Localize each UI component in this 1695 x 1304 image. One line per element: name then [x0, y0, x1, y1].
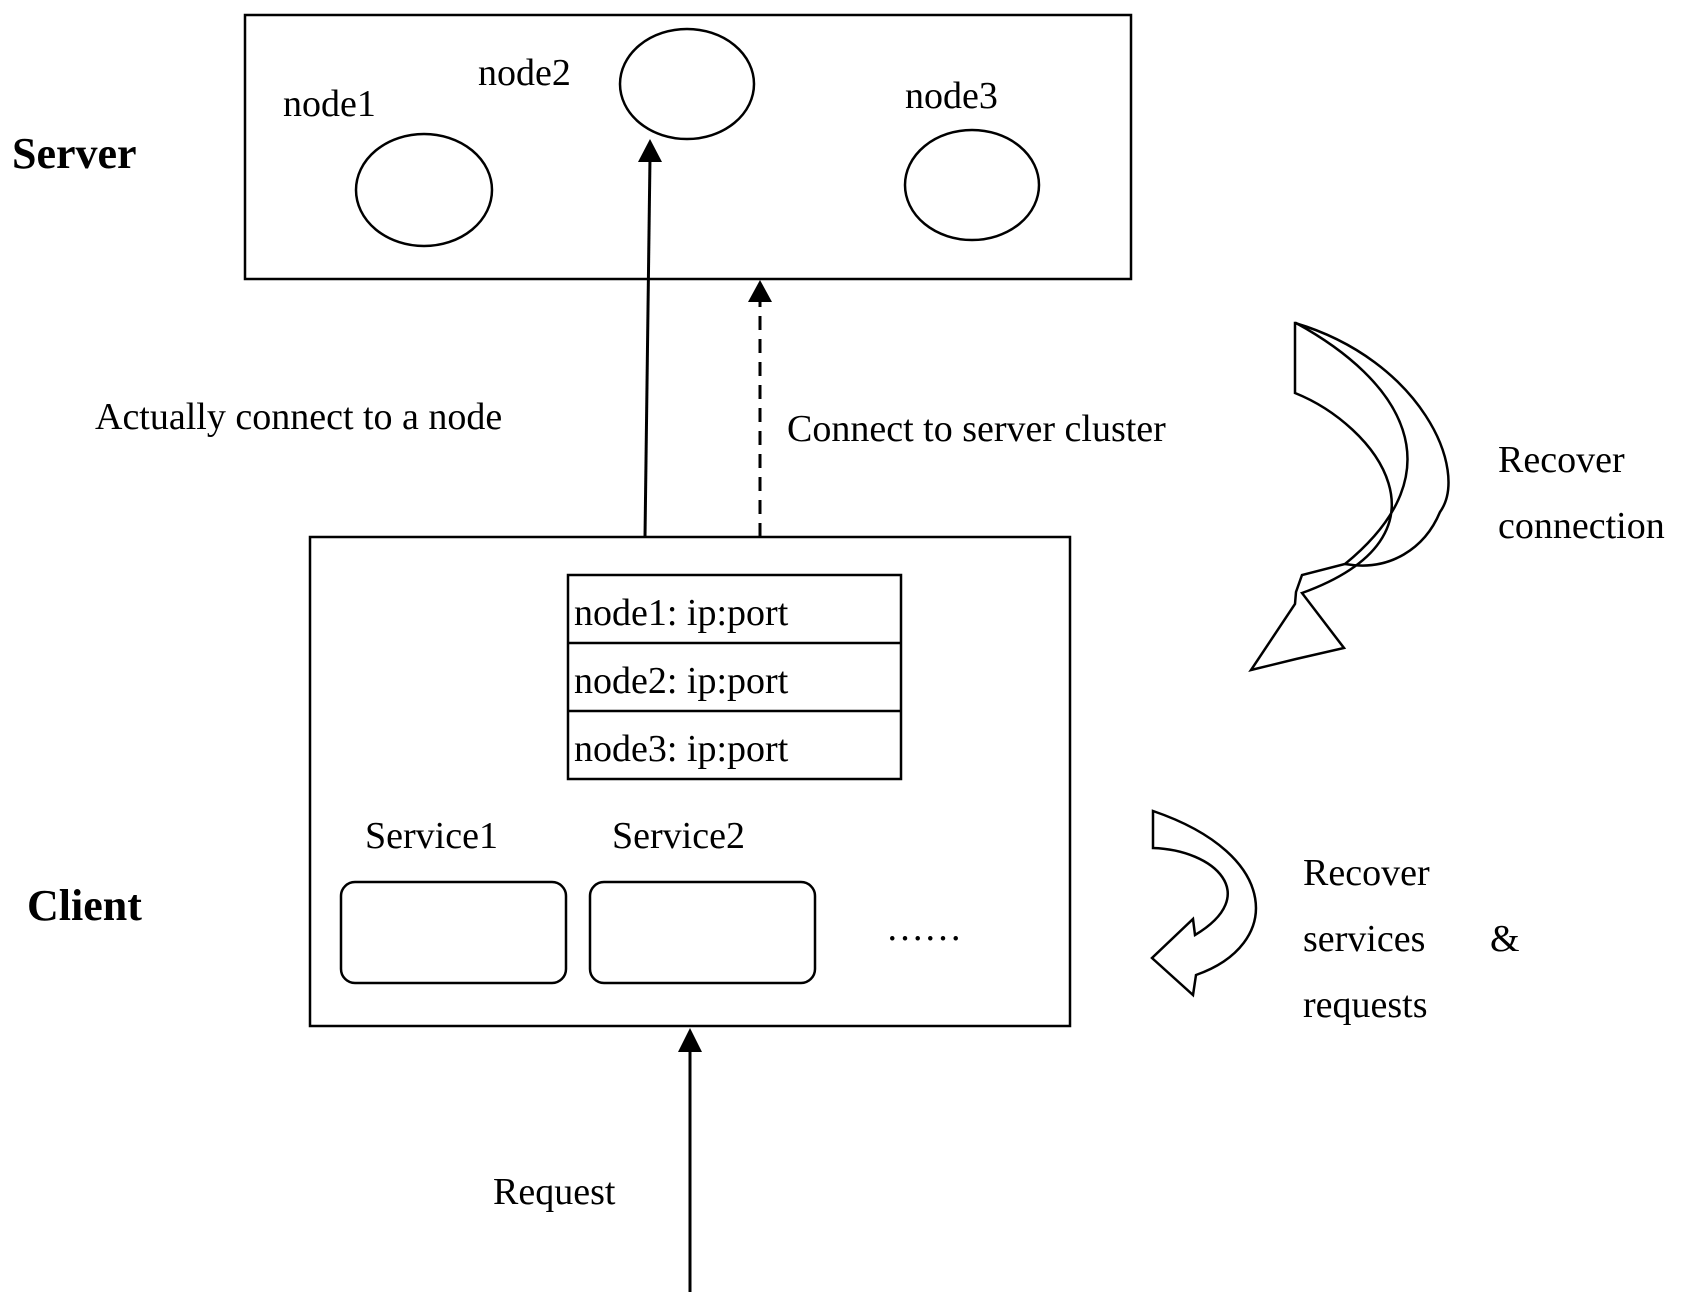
actual-connection-label: Actually connect to a node [95, 396, 502, 438]
service2-box [588, 880, 817, 985]
node2-label: node2 [478, 52, 571, 94]
recover-connection-label-1: Recover [1498, 439, 1625, 481]
recover-services-ampersand: & [1490, 918, 1520, 960]
cluster-connection-label: Connect to server cluster [787, 408, 1166, 450]
actual-connection-line [643, 156, 652, 538]
recover-services-arrow-icon [1150, 809, 1258, 998]
node-table-row: node2: ip:port [574, 660, 789, 702]
actual-connection-arrowhead [638, 139, 662, 162]
node1-label: node1 [283, 83, 376, 125]
node3-ellipse [903, 128, 1041, 242]
node2-ellipse [618, 27, 756, 141]
node-table [566, 573, 903, 781]
recover-services-label-3: requests [1303, 984, 1428, 1026]
client-box [308, 535, 1072, 1028]
recover-services-label-1: Recover [1303, 852, 1430, 894]
request-label: Request [493, 1171, 616, 1213]
cluster-connection-arrowhead [748, 280, 772, 302]
service1-label: Service1 [365, 815, 498, 857]
request-arrowhead [678, 1028, 702, 1052]
node3-label: node3 [905, 75, 998, 117]
service1-box [339, 880, 568, 985]
service2-label: Service2 [612, 815, 745, 857]
recover-services-label-2: services [1303, 918, 1425, 960]
server-box [243, 13, 1133, 281]
recover-connection-label-2: connection [1498, 505, 1665, 547]
node1-ellipse [354, 132, 494, 248]
recover-connection-arrow-curve [1294, 321, 1450, 567]
node-table-row: node3: ip:port [574, 728, 789, 770]
more-services-ellipsis: …… [886, 907, 962, 949]
client-label: Client [27, 881, 142, 930]
recover-connection-arrow-icon [1248, 321, 1409, 672]
node-table-row: node1: ip:port [574, 592, 789, 634]
server-label: Server [12, 129, 137, 178]
